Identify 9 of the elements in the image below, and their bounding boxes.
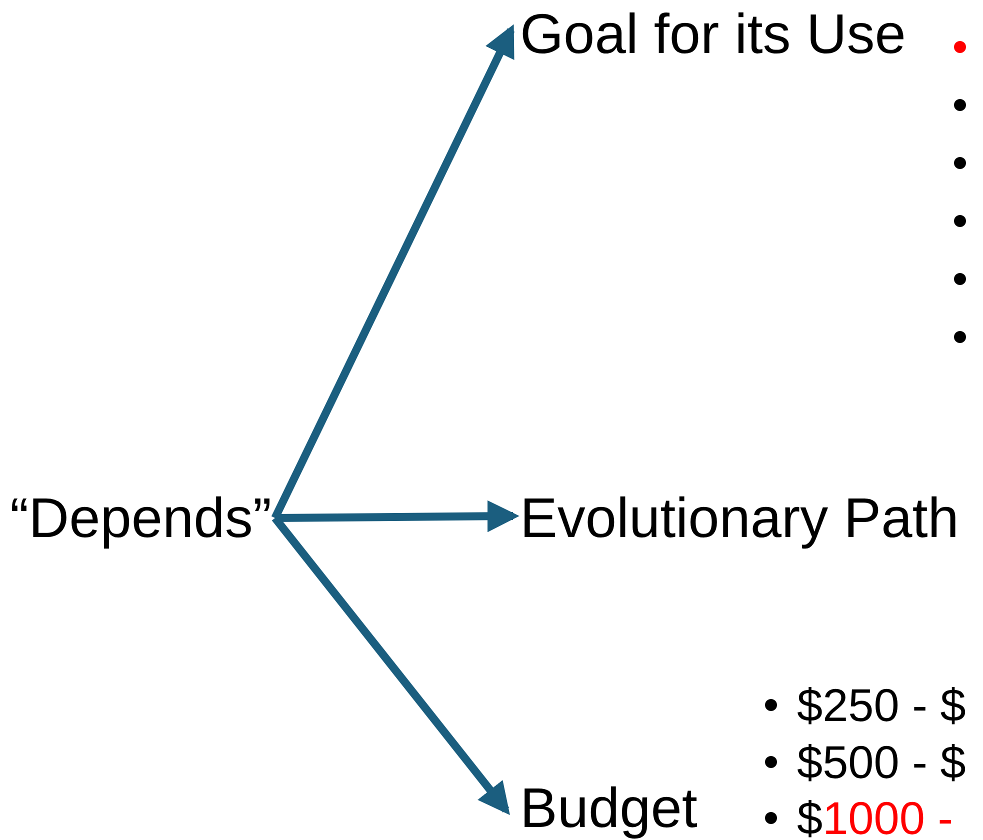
node-label: Budget bbox=[520, 778, 698, 838]
node-label: “Depends” bbox=[10, 488, 272, 548]
arrow bbox=[271, 24, 515, 520]
budget-range: $1000 - bbox=[797, 791, 954, 840]
budget-range: $500 - $ bbox=[797, 735, 966, 790]
budget-range: $250 - $ bbox=[797, 678, 966, 733]
node-label: Evolutionary Path bbox=[520, 488, 959, 548]
arrow bbox=[272, 516, 510, 816]
node-label: Goal for its Use bbox=[520, 4, 906, 64]
